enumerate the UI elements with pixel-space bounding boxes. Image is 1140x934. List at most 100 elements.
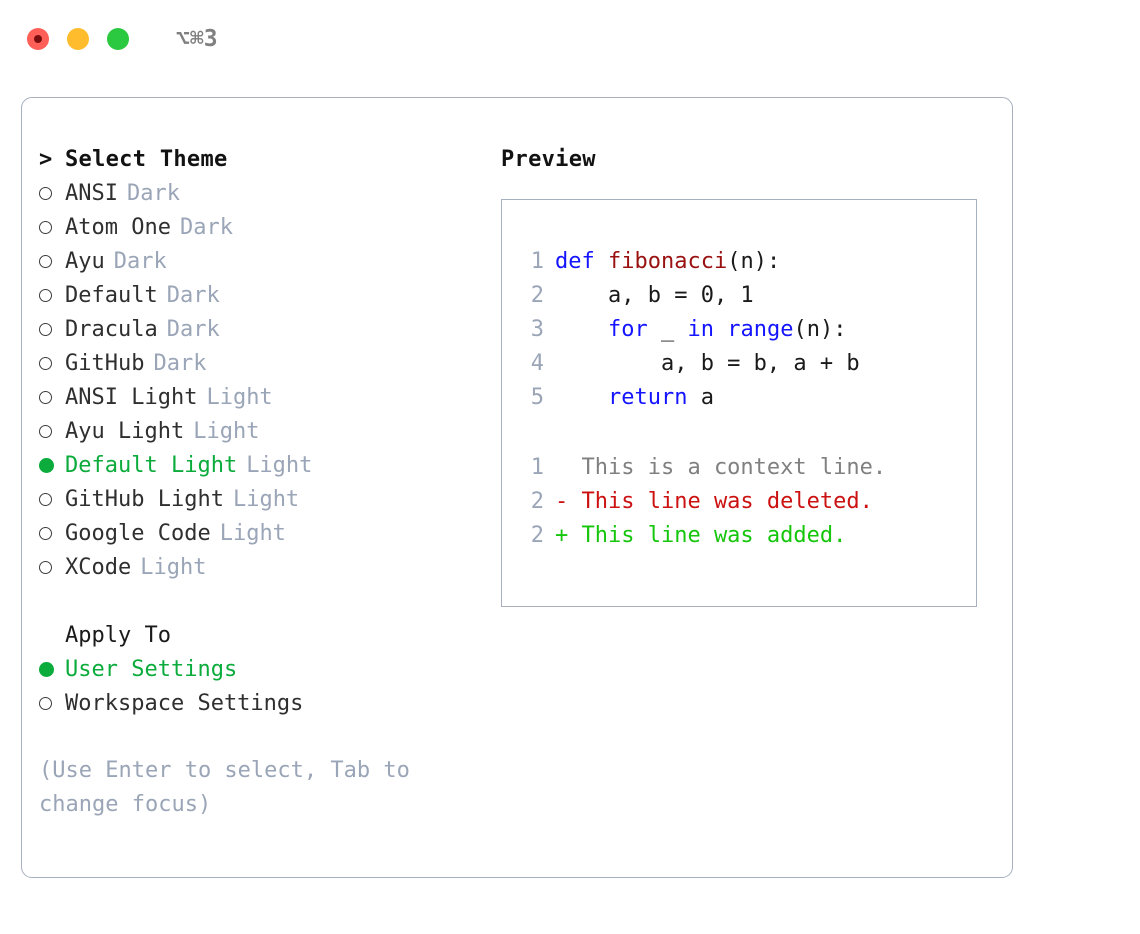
theme-option-row[interactable]: Dracula Dark: [39, 312, 479, 346]
code-token: [555, 317, 608, 342]
code-token: a, b = b, a + b: [555, 350, 860, 376]
code-token: [595, 249, 608, 274]
code-line-number: 4: [530, 350, 544, 376]
radio-unselected-icon[interactable]: [39, 492, 65, 506]
title-bar: ⌥⌘3: [0, 0, 1140, 78]
diff-line-text: + This line was added.: [555, 522, 847, 548]
code-token: (n):: [727, 248, 781, 274]
radio-unselected-icon[interactable]: [39, 322, 65, 336]
radio-unselected-icon[interactable]: [39, 220, 65, 234]
theme-option-label: Default Light: [65, 452, 238, 478]
maximize-button[interactable]: [107, 28, 129, 50]
theme-option-label: Dracula: [65, 316, 158, 342]
minimize-button[interactable]: [67, 28, 89, 50]
code-diff-gap: [518, 414, 976, 450]
diff-line-text: This is a context line.: [555, 454, 887, 480]
radio-unselected-icon[interactable]: [39, 356, 65, 370]
apply-to-option-row[interactable]: Workspace Settings: [39, 686, 479, 720]
code-token: a, b = 0, 1: [555, 282, 754, 308]
select-theme-header: > Select Theme: [39, 142, 479, 176]
radio-glyph: [39, 356, 52, 370]
code-token: in: [687, 316, 714, 342]
theme-option-label: Google Code: [65, 520, 211, 546]
theme-option-label: Atom One: [65, 214, 171, 240]
select-theme-header-label: Select Theme: [65, 146, 228, 172]
code-token: a: [687, 384, 714, 410]
code-token: fibonacci: [608, 248, 728, 274]
radio-glyph: [39, 220, 52, 234]
radio-glyph: [39, 254, 52, 268]
radio-glyph: [39, 696, 52, 710]
radio-glyph: [39, 424, 52, 438]
radio-glyph: [39, 186, 52, 200]
code-line-number: 5: [530, 384, 544, 410]
list-spacer: [39, 584, 479, 618]
theme-variant-tag: Light: [246, 452, 313, 478]
theme-variant-tag: Dark: [166, 316, 220, 342]
diff-line-number: 2: [530, 488, 544, 514]
record-dot-icon: [34, 35, 42, 43]
theme-option-row[interactable]: Ayu Dark: [39, 244, 479, 278]
keyboard-hint-text: (Use Enter to select, Tab to change focu…: [39, 758, 424, 817]
theme-option-row[interactable]: Default Light Light: [39, 448, 479, 482]
theme-variant-tag: Light: [232, 486, 300, 512]
diff-sample: 1 This is a context line.2- This line wa…: [518, 450, 976, 552]
radio-unselected-icon[interactable]: [39, 186, 65, 200]
code-line: 2 a, b = 0, 1: [518, 278, 976, 312]
code-line: 5 return a: [518, 380, 976, 414]
radio-glyph: [39, 661, 54, 677]
radio-unselected-icon[interactable]: [39, 254, 65, 268]
radio-unselected-icon[interactable]: [39, 560, 65, 574]
diff-line: 1 This is a context line.: [518, 450, 976, 484]
theme-option-row[interactable]: Google Code Light: [39, 516, 479, 550]
code-line: 3 for _ in range(n):: [518, 312, 976, 346]
theme-variant-tag: Dark: [179, 214, 233, 240]
theme-option-label: Ayu Light: [65, 418, 185, 444]
radio-selected-icon[interactable]: [39, 457, 65, 473]
code-token: for: [607, 316, 648, 342]
radio-unselected-icon[interactable]: [39, 424, 65, 438]
code-token: (n):: [793, 316, 847, 342]
code-token: _: [647, 316, 688, 342]
apply-to-option-label: User Settings: [65, 656, 238, 682]
radio-unselected-icon[interactable]: [39, 696, 65, 710]
apply-to-option-label: Workspace Settings: [65, 690, 304, 716]
radio-unselected-icon[interactable]: [39, 390, 65, 404]
theme-variant-tag: Light: [206, 384, 273, 410]
code-token: def: [555, 248, 595, 274]
theme-option-label: GitHub Light: [65, 486, 224, 512]
radio-unselected-icon[interactable]: [39, 288, 65, 302]
window-controls: [27, 28, 129, 50]
close-button[interactable]: [27, 28, 49, 50]
radio-glyph: [39, 526, 52, 540]
radio-selected-icon[interactable]: [39, 661, 65, 677]
radio-unselected-icon[interactable]: [39, 526, 65, 540]
theme-variant-tag: Dark: [126, 180, 180, 206]
diff-line-number: 2: [530, 522, 544, 548]
code-line: 4 a, b = b, a + b: [518, 346, 976, 380]
caret-icon: >: [39, 146, 53, 172]
theme-variant-tag: Light: [219, 520, 286, 546]
apply-to-option-row[interactable]: User Settings: [39, 652, 479, 686]
radio-glyph: [39, 322, 52, 336]
code-token: range: [727, 316, 794, 342]
theme-variant-tag: Dark: [113, 248, 167, 274]
theme-option-row[interactable]: Atom One Dark: [39, 210, 479, 244]
theme-option-label: Ayu: [65, 248, 105, 274]
code-token: return: [607, 384, 688, 410]
theme-option-label: Default: [65, 282, 158, 308]
theme-option-row[interactable]: GitHub Light Light: [39, 482, 479, 516]
radio-glyph: [39, 492, 52, 506]
keyboard-shortcut-label: ⌥⌘3: [176, 25, 218, 52]
